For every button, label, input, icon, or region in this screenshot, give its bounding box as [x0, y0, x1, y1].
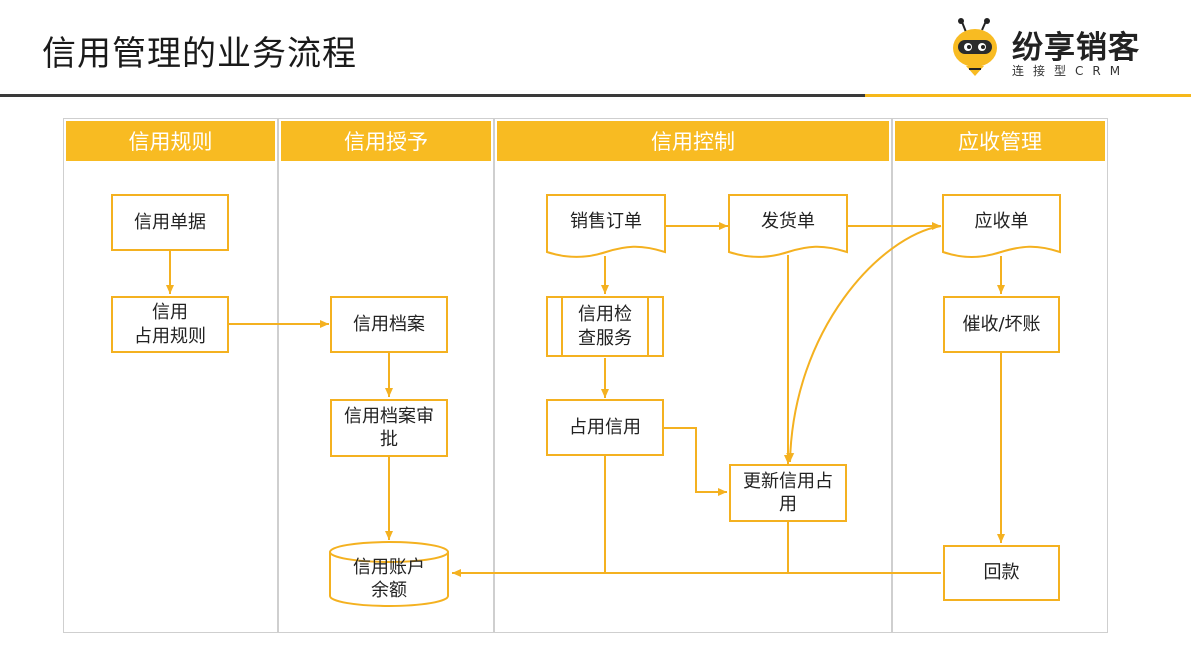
node-sales-order-label: 销售订单 — [570, 211, 642, 232]
node-receivable-label: 应收单 — [974, 211, 1029, 232]
node-payment-label: 回款 — [983, 562, 1020, 584]
node-collection-bad-debt-label: 催收/坏账 — [962, 313, 1041, 335]
lane-header-credit-control: 信用控制 — [497, 121, 889, 161]
title-divider — [0, 94, 865, 97]
lane-header-credit-rules: 信用规则 — [66, 121, 275, 161]
logo-name: 纷享销客 — [1012, 30, 1140, 66]
node-update-credit-occupy: 更新信用占 用 — [729, 464, 847, 522]
node-occupy-credit: 占用信用 — [546, 399, 664, 456]
node-credit-occupy-rule-label: 信用 占用规则 — [134, 302, 206, 347]
node-credit-file: 信用档案 — [330, 296, 448, 353]
node-credit-document-label: 信用单据 — [134, 211, 206, 233]
node-credit-file-approval-label: 信用档案审 批 — [344, 405, 434, 450]
receivable-shape — [942, 194, 1061, 258]
node-payment: 回款 — [943, 545, 1060, 601]
node-credit-file-approval: 信用档案审 批 — [330, 399, 448, 457]
bee-mascot-icon — [953, 18, 997, 76]
node-credit-file-label: 信用档案 — [353, 313, 425, 335]
brand-logo: 纷享销客 连接型CRM — [948, 18, 1168, 82]
lane-header-credit-grant: 信用授予 — [281, 121, 491, 161]
arrow-receivable-to-update — [786, 225, 942, 463]
title-divider-accent — [865, 94, 1191, 97]
lane-header-receivables: 应收管理 — [895, 121, 1105, 161]
logo-tagline: 连接型CRM — [1012, 64, 1130, 78]
sales-order-shape — [546, 194, 666, 258]
node-credit-check-service-label: 信用检 查服务 — [578, 304, 632, 349]
node-credit-account-balance-label: 信用账户 余额 — [353, 557, 425, 602]
credit-balance-shape — [329, 541, 449, 607]
node-credit-occupy-rule: 信用 占用规则 — [111, 296, 229, 353]
arrow-occupy-to-update — [664, 427, 727, 496]
page-title: 信用管理的业务流程 — [42, 34, 357, 74]
node-update-credit-occupy-label: 更新信用占 用 — [743, 470, 833, 515]
node-credit-check-service: 信用检 查服务 — [546, 296, 664, 357]
delivery-note-shape — [728, 194, 848, 258]
node-credit-document: 信用单据 — [111, 194, 229, 251]
node-delivery-note-label: 发货单 — [761, 211, 815, 232]
node-collection-bad-debt: 催收/坏账 — [943, 296, 1060, 353]
node-occupy-credit-label: 占用信用 — [569, 416, 641, 438]
